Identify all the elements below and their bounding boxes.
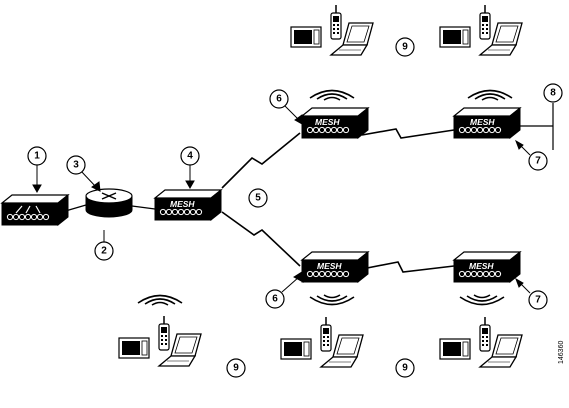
- wireless-waves-bottom-left: [309, 294, 355, 306]
- mesh-label-top-right: MESH: [470, 117, 495, 127]
- svg-text:7: 7: [535, 156, 541, 167]
- client-group-bottom-middle: [280, 316, 364, 368]
- wireless-waves-bottom-right: [459, 294, 505, 306]
- callout-2: 2: [94, 241, 114, 261]
- svg-text:7: 7: [535, 295, 541, 306]
- wireless-waves-top-right: [467, 89, 513, 101]
- callout-7-top: 7: [528, 151, 548, 171]
- svg-text:4: 4: [187, 151, 193, 162]
- client-group-bottom-right: [439, 316, 523, 368]
- router-device: [85, 188, 133, 218]
- client-group-top-right: [439, 4, 523, 56]
- callout-6-top: 6: [269, 89, 289, 109]
- callout-8: 8: [543, 83, 563, 103]
- client-group-top-left: [290, 4, 374, 56]
- svg-text:1: 1: [34, 151, 40, 162]
- client-group-bottom-left: [118, 315, 202, 367]
- wired-links: [61, 103, 554, 213]
- callout-7-bottom: 7: [528, 290, 548, 310]
- wireless-waves-left-clients: [137, 294, 183, 306]
- callout-6-bottom: 6: [265, 289, 285, 309]
- callout-9-top: 9: [395, 37, 415, 57]
- callout-9-bottom-middle: 9: [395, 358, 415, 378]
- wireless-waves-top-left: [309, 89, 355, 101]
- svg-text:3: 3: [73, 160, 79, 171]
- callout-3: 3: [66, 155, 86, 175]
- mesh-label-root: MESH: [170, 199, 195, 209]
- switch-device: [1, 194, 69, 226]
- mesh-label-bottom-right: MESH: [469, 261, 494, 271]
- svg-text:5: 5: [255, 193, 261, 204]
- mesh-ap-top-left: MESH: [301, 107, 369, 139]
- wireless-backhaul-links: [221, 128, 455, 273]
- mesh-ap-bottom-right: MESH: [453, 251, 521, 283]
- svg-text:9: 9: [233, 363, 239, 374]
- callout-1: 1: [27, 146, 47, 166]
- svg-text:6: 6: [272, 294, 278, 305]
- mesh-label-top-left: MESH: [315, 117, 340, 127]
- mesh-ap-bottom-left: MESH: [301, 251, 369, 283]
- svg-text:9: 9: [402, 363, 408, 374]
- svg-text:9: 9: [402, 42, 408, 53]
- mesh-ap-top-right: MESH: [453, 107, 521, 139]
- callout-leaders: [32, 105, 531, 294]
- callout-5: 5: [248, 188, 268, 208]
- mesh-label-bottom-left: MESH: [317, 261, 342, 271]
- callout-9-bottom-left: 9: [226, 358, 246, 378]
- callout-4: 4: [180, 146, 200, 166]
- svg-text:8: 8: [550, 88, 556, 99]
- svg-text:2: 2: [101, 246, 107, 257]
- root-mesh-access-point: MESH: [154, 189, 222, 221]
- svg-text:6: 6: [276, 94, 282, 105]
- figure-id: 146360: [558, 341, 565, 364]
